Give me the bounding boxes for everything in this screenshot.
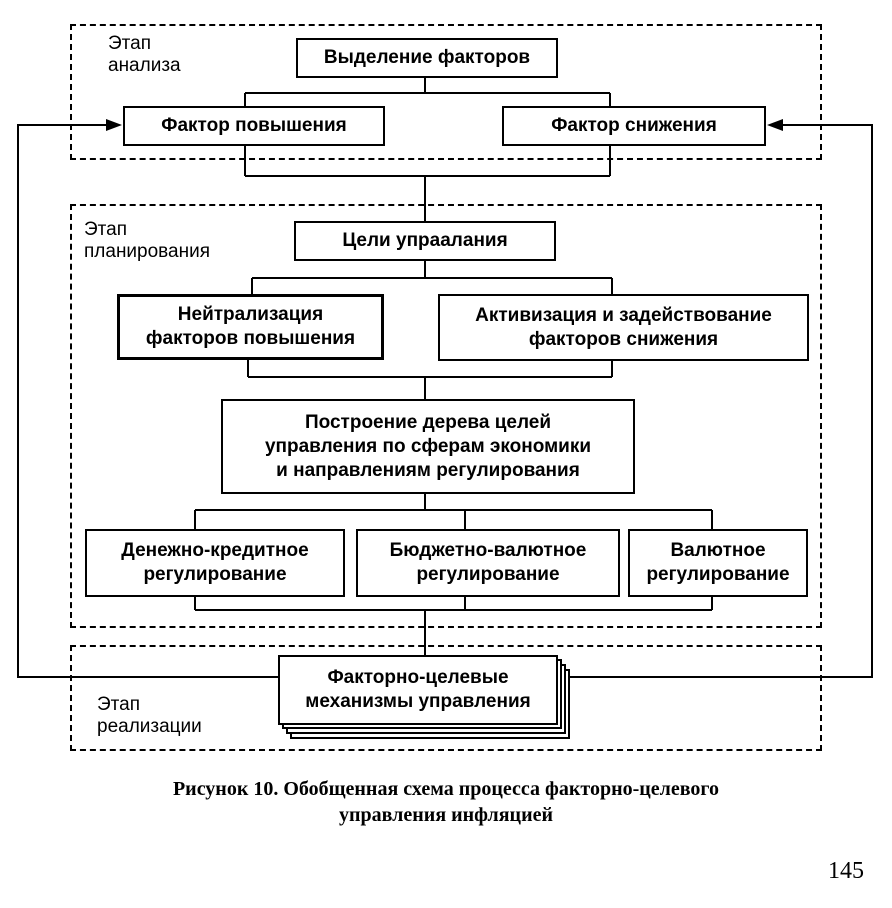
goal-tree-box: Построение дерева целей управления по сф… [221, 399, 635, 494]
figure-caption: Рисунок 10. Обобщенная схема процесса фа… [172, 778, 720, 826]
planning-stage-label: Этап планирования [84, 219, 211, 262]
realization-stage-frame [70, 645, 822, 751]
neutralization-box: Нейтрализация факторов повышения [117, 294, 384, 360]
decrease-factor-box: Фактор снижения [502, 106, 766, 146]
activation-box: Активизация и задействование факторов сн… [438, 294, 809, 361]
budget-currency-regulation-box: Бюджетно-валютное регулирование [356, 529, 620, 597]
analysis-stage-label: Этап анализа [108, 33, 181, 76]
currency-regulation-box: Валютное регулирование [628, 529, 808, 597]
mechanisms-box: Факторно-целевые механизмы управления [278, 655, 558, 725]
page-number: 145 [828, 858, 864, 884]
realization-stage-label: Этап реализации [97, 694, 202, 737]
analysis-stage-frame [70, 24, 822, 160]
increase-factor-box: Фактор повышения [123, 106, 385, 146]
management-goals-box: Цели упраалания [294, 221, 556, 261]
monetary-regulation-box: Денежно-кредитное регулирование [85, 529, 345, 597]
factor-selection-box: Выделение факторов [296, 38, 558, 78]
planning-stage-frame [70, 204, 822, 628]
